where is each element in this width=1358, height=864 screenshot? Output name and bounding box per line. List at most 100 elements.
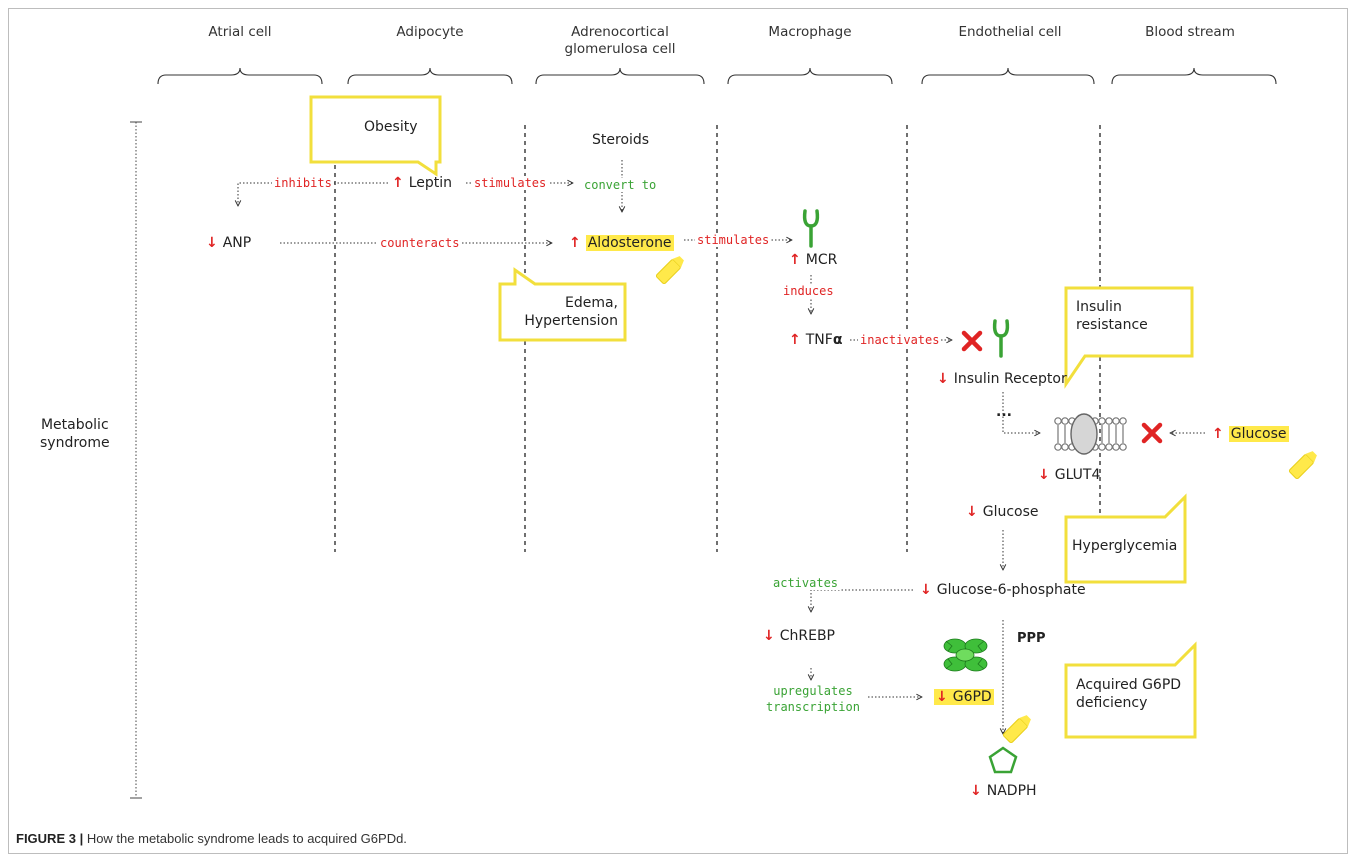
- column-adipocyte: Adipocyte: [396, 24, 464, 40]
- edge-label-inactivates: inactivates: [858, 333, 942, 347]
- caption-label: FIGURE 3 |: [16, 831, 84, 846]
- metabolic-syndrome-line2: syndrome: [40, 435, 110, 451]
- callout-insulin: [1064, 286, 1194, 389]
- node-nadph: ↓NADPH: [970, 783, 1037, 799]
- edge-label-convert-to: convert to: [582, 178, 659, 192]
- column-adrenocortical-line1: Adrenocortical: [571, 24, 669, 40]
- mcr-label: MCR: [805, 252, 838, 268]
- metabolic-syndrome-bar: [130, 121, 142, 799]
- receptor-icon: [992, 319, 1010, 358]
- alpha-label: α: [832, 332, 843, 348]
- callout-g6pd-line1: Acquired G6PD: [1076, 677, 1182, 693]
- edge-label-upregulates-line2: transcription: [766, 700, 860, 714]
- x-mark-icon: [1141, 422, 1163, 444]
- glucose-blood-label: Glucose: [1228, 426, 1289, 442]
- up-arrow: ↑: [789, 332, 801, 348]
- down-arrow: ↓: [1038, 467, 1050, 483]
- node-aldosterone: ↑Aldosterone: [569, 235, 674, 251]
- x-mark-icon: [961, 330, 983, 352]
- callout-edema-line1: Edema,: [564, 295, 618, 311]
- node-glucose-blood: ↑Glucose: [1212, 426, 1289, 442]
- callout-insulin-line2: resistance: [1076, 317, 1148, 333]
- down-arrow: ↓: [936, 689, 948, 705]
- g6p-label: Glucose-6-phosphate: [936, 582, 1086, 598]
- column-adrenocortical: Adrenocortical glomerulosa cell: [535, 24, 705, 58]
- down-arrow: ↓: [966, 504, 978, 520]
- callout-edema-line2: Hypertension: [524, 313, 618, 329]
- callout-edema: [498, 267, 627, 342]
- tnf-label: TNF: [805, 332, 833, 348]
- leptin-label: Leptin: [408, 175, 453, 191]
- edge-label-induces: induces: [781, 284, 836, 298]
- callout-hyperglycemia-text: Hyperglycemia: [1072, 538, 1178, 554]
- node-mcr: ↑MCR: [789, 252, 837, 268]
- callout-g6pd: [1064, 641, 1197, 739]
- metabolic-syndrome-line1: Metabolic: [40, 417, 109, 433]
- up-arrow: ↑: [392, 175, 404, 191]
- column-adrenocortical-line2: glomerulosa cell: [564, 41, 676, 57]
- up-arrow: ↑: [1212, 426, 1224, 442]
- brace-adrenal: [535, 67, 705, 85]
- callout-obesity-text: Obesity: [364, 119, 418, 135]
- highlighter-icon: [1288, 451, 1317, 480]
- brace-adipocyte: [347, 67, 513, 85]
- callout-edema-text: Edema, Hypertension: [514, 294, 618, 330]
- figure-frame: [8, 8, 1348, 854]
- column-dividers: [334, 125, 1101, 552]
- edge-inhibits: [238, 182, 388, 206]
- callout-g6pd-text: Acquired G6PD deficiency: [1076, 676, 1181, 712]
- edge-label-stimulates-2: stimulates: [695, 233, 772, 247]
- callout-insulin-line1: Insulin: [1076, 299, 1122, 315]
- node-chrebp: ↓ChREBP: [763, 628, 835, 644]
- receptor-icon: [802, 209, 820, 248]
- pentagon-icon: [988, 746, 1018, 774]
- g6pd-label: G6PD: [952, 689, 992, 705]
- up-arrow: ↑: [569, 235, 581, 251]
- column-endothelial-cell: Endothelial cell: [958, 24, 1062, 40]
- node-steroids: Steroids: [592, 132, 650, 148]
- glut4-transporter-icon: [1054, 413, 1127, 455]
- insulin-receptor-label: Insulin Receptor: [953, 371, 1067, 387]
- callout-boxes: [309, 95, 1197, 739]
- down-arrow: ↓: [920, 582, 932, 598]
- edge-label-counteracts: counteracts: [378, 236, 462, 250]
- column-atrial-cell: Atrial cell: [208, 24, 272, 40]
- node-insulin-receptor: ↓Insulin Receptor: [937, 371, 1067, 387]
- highlighter-icon: [655, 256, 684, 285]
- glucose-cell-label: Glucose: [982, 504, 1039, 520]
- aldosterone-label: Aldosterone: [585, 235, 674, 251]
- brace-macrophage: [727, 67, 893, 85]
- down-arrow: ↓: [970, 783, 982, 799]
- brace-blood: [1111, 67, 1277, 85]
- header-braces: [157, 67, 1277, 85]
- node-glucose-cell: ↓Glucose: [966, 504, 1039, 520]
- down-arrow: ↓: [206, 235, 218, 251]
- edge-label-stimulates-1: stimulates: [472, 176, 549, 190]
- node-g6pd: ↓G6PD: [934, 689, 994, 705]
- metabolic-syndrome-label: Metabolic syndrome: [40, 416, 110, 452]
- edge-label-upregulates-line1: upregulates: [773, 684, 853, 698]
- node-glut4: ↓GLUT4: [1038, 467, 1100, 483]
- callout-hyperglycemia: [1064, 493, 1187, 584]
- node-ppp: PPP: [1017, 631, 1046, 646]
- edge-label-upregulates: upregulates transcription: [764, 683, 862, 715]
- chrebp-label: ChREBP: [779, 628, 836, 644]
- edge-label-activates: activates: [771, 576, 841, 590]
- column-blood-stream: Blood stream: [1145, 24, 1235, 40]
- callout-obesity: [309, 95, 442, 177]
- callout-g6pd-line2: deficiency: [1076, 695, 1148, 711]
- node-tnf-alpha: ↑TNFα: [789, 332, 842, 348]
- edge-label-inhibits: inhibits: [272, 176, 334, 190]
- node-g6p: ↓Glucose-6-phosphate: [920, 582, 1086, 598]
- nadph-label: NADPH: [986, 783, 1037, 799]
- highlighter-icon: [1002, 715, 1031, 744]
- brace-endothelial: [921, 67, 1095, 85]
- g6pd-protein-icon: [943, 638, 988, 672]
- edge-activates: [811, 589, 913, 612]
- node-anp: ↓ANP: [206, 235, 251, 251]
- down-arrow: ↓: [937, 371, 949, 387]
- node-ellipsis: ...: [996, 404, 1012, 420]
- caption-text: How the metabolic syndrome leads to acqu…: [83, 831, 407, 846]
- glut4-label: GLUT4: [1054, 467, 1101, 483]
